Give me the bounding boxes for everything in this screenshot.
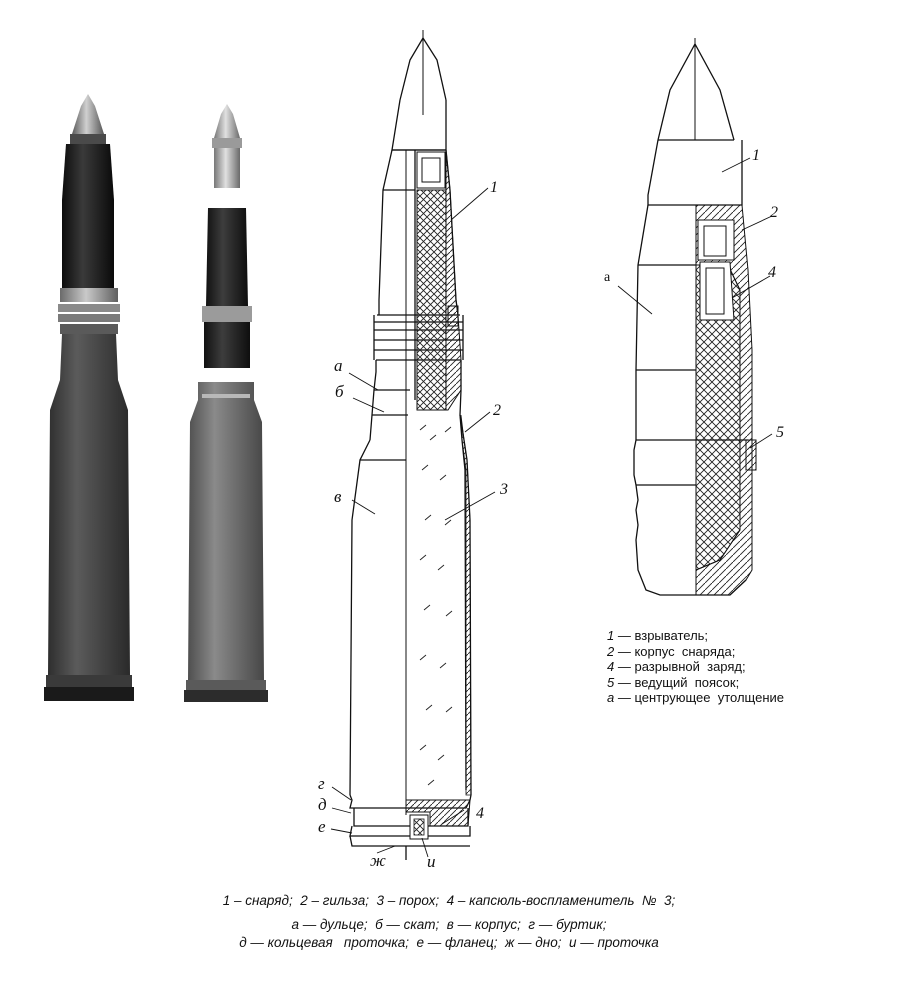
legend-row: а — центрующее утолщение	[607, 690, 784, 705]
driving-band	[60, 288, 118, 302]
label-g: г	[318, 774, 325, 793]
case-part	[188, 382, 264, 680]
fuze-part	[214, 104, 240, 138]
label-v: в	[334, 487, 342, 506]
caption-line-1: 1 – снаряд; 2 – гильза; 3 – порох; 4 – к…	[222, 893, 676, 908]
proj-label-2: 2	[770, 204, 778, 221]
proj-label-a: а	[604, 270, 611, 285]
proj-label-1: 1	[752, 147, 760, 164]
label-a: а	[334, 356, 343, 375]
label-3: 3	[500, 481, 508, 498]
case-rim	[44, 687, 134, 701]
projectile-legend: 1 — взрыватель; 2 — корпус снаряда; 4 — …	[607, 628, 784, 706]
label-i: и	[427, 852, 436, 871]
photo-assembled-cartridge	[44, 94, 134, 701]
label-zh: ж	[370, 851, 386, 870]
caption-line-2: а — дульце; б — скат; в — корпус; г — бу…	[291, 917, 607, 932]
photo-disassembled-cartridge	[184, 104, 268, 702]
label-b: б	[335, 382, 344, 401]
legend-row: 4 — разрывной заряд;	[607, 659, 746, 674]
cartridge-case	[48, 334, 130, 675]
projectile-section-drawing	[617, 38, 773, 596]
figure-caption: 1 – снаряд; 2 – гильза; 3 – порох; 4 – к…	[0, 892, 898, 952]
label-1: 1	[490, 179, 498, 196]
projectile-part	[206, 208, 248, 306]
proj-label-4: 4	[768, 264, 776, 281]
case-rim	[184, 690, 268, 702]
legend-row: 5 — ведущий поясок;	[607, 674, 740, 690]
label-e: е	[318, 817, 326, 836]
label-4: 4	[476, 805, 484, 822]
label-2: 2	[493, 402, 501, 419]
caption-line-3: д — кольцевая проточка; е — фланец; ж — …	[239, 935, 659, 950]
label-d: д	[318, 795, 327, 814]
projectile-body	[62, 144, 114, 290]
legend-row: 2 — корпус снаряда;	[607, 643, 736, 659]
proj-label-5: 5	[776, 424, 784, 441]
fuze-tip	[72, 94, 104, 134]
legend-row: 1 — взрыватель;	[607, 628, 709, 643]
